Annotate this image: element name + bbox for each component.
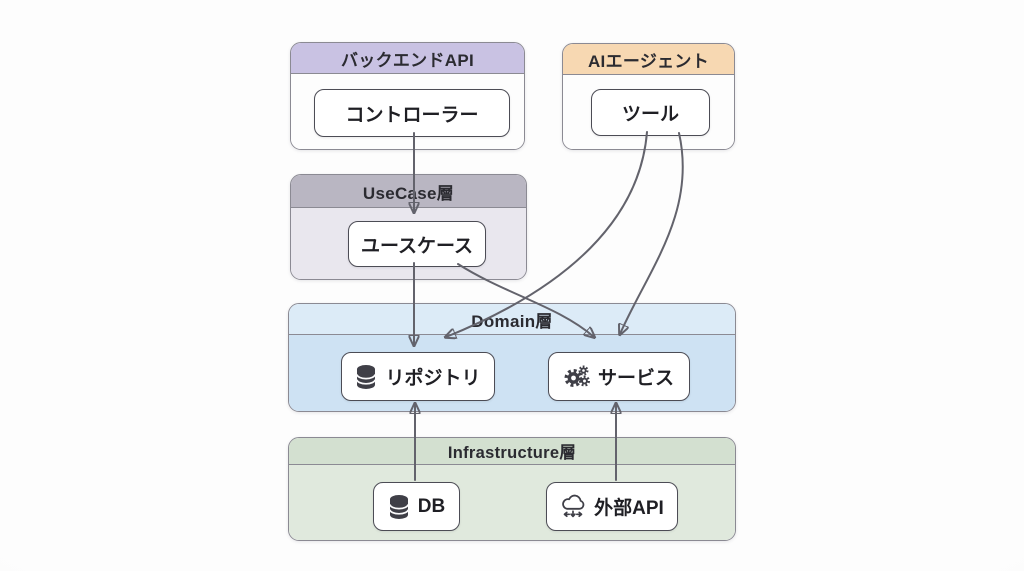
- infrastructure-layer-box: Infrastructure層 DB: [288, 437, 736, 541]
- controller-node: コントローラー: [314, 89, 510, 137]
- backend-api-title: バックエンドAPI: [340, 50, 475, 70]
- infrastructure-layer-body: DB 外部API: [289, 465, 735, 540]
- ai-agent-title: AIエージェント: [587, 51, 710, 71]
- backend-api-header: バックエンドAPI: [291, 43, 524, 74]
- infrastructure-layer-title: Infrastructure層: [447, 444, 577, 462]
- ai-agent-box: AIエージェント ツール: [562, 43, 735, 150]
- service-node: サービス: [548, 352, 690, 401]
- usecase-layer-box: UseCase層 ユースケース: [290, 174, 527, 280]
- cloud-transfer-icon: [560, 494, 586, 519]
- controller-label: コントローラー: [345, 104, 479, 126]
- usecase-node: ユースケース: [348, 221, 486, 267]
- database-icon: [388, 494, 410, 520]
- db-node: DB: [373, 482, 460, 531]
- tool-node: ツール: [591, 89, 710, 136]
- external-api-label: 外部API: [594, 498, 664, 519]
- external-api-node: 外部API: [546, 482, 678, 531]
- ai-agent-header: AIエージェント: [563, 44, 734, 75]
- backend-api-body: コントローラー: [291, 74, 524, 149]
- domain-layer-box: Domain層 リポジトリ: [288, 303, 736, 412]
- domain-layer-body: リポジトリ サービス: [289, 335, 735, 411]
- db-label: DB: [417, 495, 446, 517]
- usecase-layer-title: UseCase層: [362, 183, 455, 203]
- repository-label: リポジトリ: [385, 368, 481, 389]
- infrastructure-layer-header: Infrastructure層: [289, 438, 735, 465]
- domain-layer-title: Domain層: [471, 311, 553, 331]
- database-icon: [355, 364, 377, 390]
- usecase-layer-body: ユースケース: [291, 208, 526, 279]
- tool-label: ツール: [621, 104, 679, 125]
- gears-icon: [564, 364, 590, 390]
- repository-node: リポジトリ: [341, 352, 495, 401]
- backend-api-box: バックエンドAPI コントローラー: [290, 42, 525, 150]
- domain-layer-header: Domain層: [289, 304, 735, 335]
- service-label: サービス: [597, 368, 674, 389]
- usecase-layer-header: UseCase層: [291, 175, 526, 208]
- usecase-label: ユースケース: [360, 235, 474, 257]
- ai-agent-body: ツール: [563, 75, 734, 149]
